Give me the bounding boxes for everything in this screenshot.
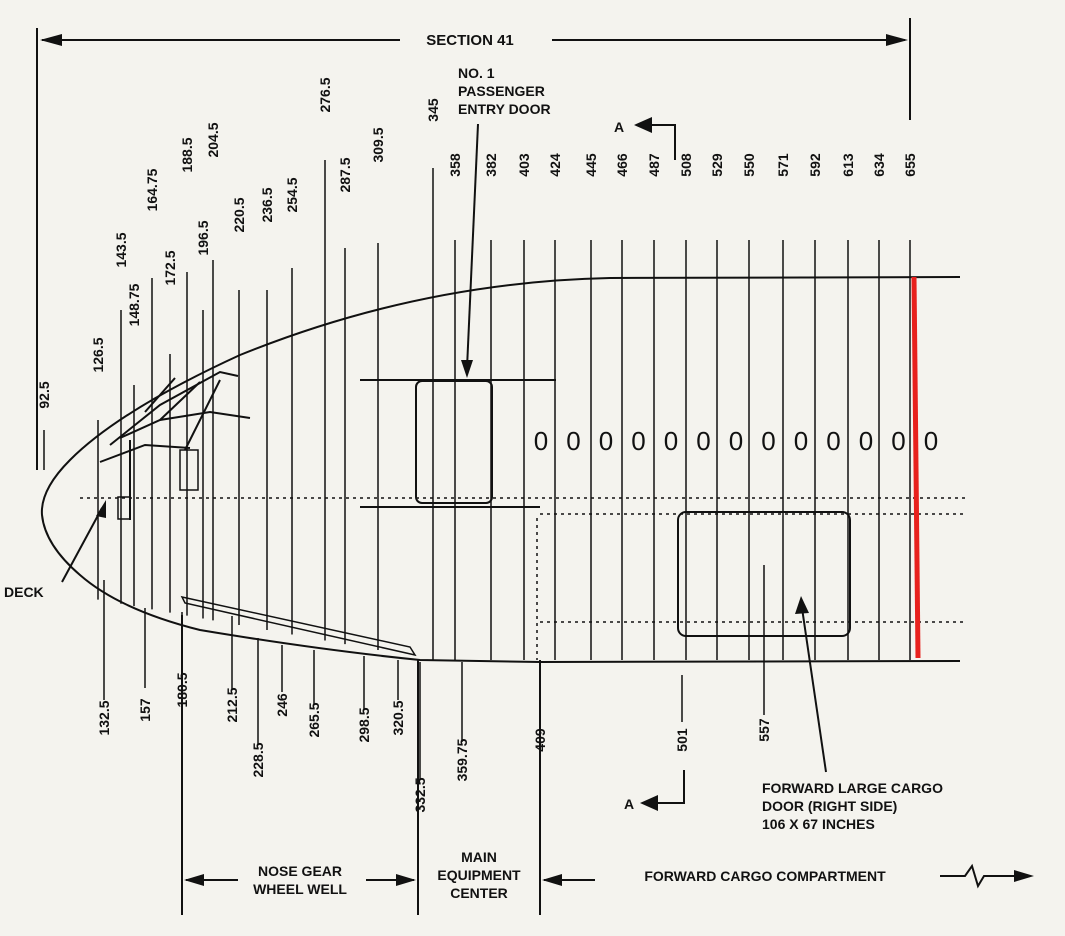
station-label-bottom: 298.5 <box>356 707 372 742</box>
flight-deck-label: DECK <box>4 584 44 600</box>
station-label-top: 126.5 <box>90 337 106 372</box>
station-label-top: 571 <box>775 153 791 177</box>
station-label-top: 445 <box>583 153 599 177</box>
station-label-top: 196.5 <box>195 220 211 255</box>
top-station-labels: 92.5 126.5 143.5 148.75 164.75 172.5 188.5 196.… <box>36 77 918 470</box>
station-label-bottom: 557 <box>756 718 772 742</box>
highlight-marker <box>911 276 921 659</box>
station-label-top: 164.75 <box>144 168 160 211</box>
station-label-top: 358 <box>447 153 463 177</box>
zone-equipment-line1: MAIN <box>461 849 497 865</box>
section-41-dimension: SECTION 41 <box>36 18 911 470</box>
fuselage-outline <box>40 276 961 664</box>
station-label-top: 466 <box>614 153 630 177</box>
flight-deck-callout: DECK <box>4 500 106 600</box>
station-label-top: 613 <box>840 153 856 177</box>
cargo-door-callout: FORWARD LARGE CARGO DOOR (RIGHT SIDE) 10… <box>762 596 943 832</box>
station-label-top: 172.5 <box>162 250 178 285</box>
arrow-left-icon <box>634 117 652 133</box>
door-label-line1: NO. 1 <box>458 65 495 81</box>
station-label-top: 236.5 <box>259 187 275 222</box>
station-label-top: 188.5 <box>179 137 195 172</box>
station-label-bottom: 501 <box>674 728 690 752</box>
station-label-top: 550 <box>741 153 757 177</box>
arrow-left-icon <box>542 874 562 886</box>
station-label-top: 276.5 <box>317 77 333 112</box>
passenger-window: 0 <box>859 426 873 456</box>
station-label-bottom: 320.5 <box>390 700 406 735</box>
passenger-window: 0 <box>631 426 645 456</box>
arrow-left-icon <box>640 795 658 811</box>
zone-forward-cargo: FORWARD CARGO COMPARTMENT <box>644 868 886 884</box>
station-label-bottom: 332.5 <box>412 777 428 812</box>
station-label-bottom: 157 <box>137 698 153 722</box>
station-label-top: 220.5 <box>231 197 247 232</box>
station-label-top: 148.75 <box>126 283 142 326</box>
station-label-bottom: 246 <box>274 693 290 717</box>
door-label-line3: ENTRY DOOR <box>458 101 551 117</box>
arrow-up-icon <box>96 500 106 518</box>
zone-equipment-line3: CENTER <box>450 885 508 901</box>
station-label-top: 403 <box>516 153 532 177</box>
station-label-top: 204.5 <box>205 122 221 157</box>
frame-lines <box>97 278 911 660</box>
passenger-window: 0 <box>729 426 743 456</box>
passenger-entry-door <box>415 380 493 504</box>
zone-equipment-line2: EQUIPMENT <box>437 867 521 883</box>
passenger-window: 0 <box>534 426 548 456</box>
station-label-top: 92.5 <box>36 381 52 408</box>
section-label: SECTION 41 <box>426 32 514 49</box>
passenger-window: 0 <box>826 426 840 456</box>
passenger-window: 0 <box>566 426 580 456</box>
section-view-label-top: A <box>614 119 624 135</box>
passenger-window: 0 <box>794 426 808 456</box>
station-label-bottom: 132.5 <box>96 700 112 735</box>
station-label-top: 382 <box>483 153 499 177</box>
section-marker-top: A <box>614 117 676 160</box>
passenger-window: 0 <box>924 426 938 456</box>
door-callout: NO. 1 PASSENGER ENTRY DOOR <box>458 65 551 378</box>
station-label-bottom: 359.75 <box>454 738 470 781</box>
arrow-right-icon <box>1014 870 1034 882</box>
arrow-right-icon <box>886 34 908 46</box>
station-label-top: 287.5 <box>337 157 353 192</box>
station-label-top: 529 <box>709 153 725 177</box>
passenger-window: 0 <box>664 426 678 456</box>
station-label-top: 487 <box>646 153 662 177</box>
station-label-top: 143.5 <box>113 232 129 267</box>
arrow-left-icon <box>40 34 62 46</box>
station-label-top: 634 <box>871 153 887 177</box>
passenger-window: 0 <box>599 426 613 456</box>
arrow-down-icon <box>461 360 473 378</box>
cargo-door-label-line3: 106 X 67 INCHES <box>762 816 875 832</box>
arrow-up-icon <box>795 596 809 614</box>
section-marker-bottom: A <box>624 770 685 812</box>
arrow-right-icon <box>396 874 416 886</box>
station-label-top: 309.5 <box>370 127 386 162</box>
door-label-line2: PASSENGER <box>458 83 545 99</box>
station-label-top: 508 <box>678 153 694 177</box>
station-label-top: 592 <box>807 153 823 177</box>
station-label-top: 655 <box>902 153 918 177</box>
station-label-bottom: 265.5 <box>306 702 322 737</box>
station-label-top: 345 <box>425 98 441 122</box>
station-label-bottom: 212.5 <box>224 687 240 722</box>
arrow-left-icon <box>184 874 204 886</box>
zone-dimensions: NOSE GEAR WHEEL WELL MAIN EQUIPMENT CENT… <box>181 615 1034 915</box>
passenger-window: 0 <box>696 426 710 456</box>
passenger-window: 0 <box>891 426 905 456</box>
station-label-top: 254.5 <box>284 177 300 212</box>
station-label-bottom: 228.5 <box>250 742 266 777</box>
passenger-window: 0 <box>761 426 775 456</box>
zone-nose-gear-line2: WHEEL WELL <box>253 881 347 897</box>
section-view-label-bottom: A <box>624 796 634 812</box>
station-label-top: 424 <box>547 153 563 177</box>
cargo-door-label-line2: DOOR (RIGHT SIDE) <box>762 798 897 814</box>
cargo-door-label-line1: FORWARD LARGE CARGO <box>762 780 943 796</box>
zone-nose-gear-line1: NOSE GEAR <box>258 863 342 879</box>
